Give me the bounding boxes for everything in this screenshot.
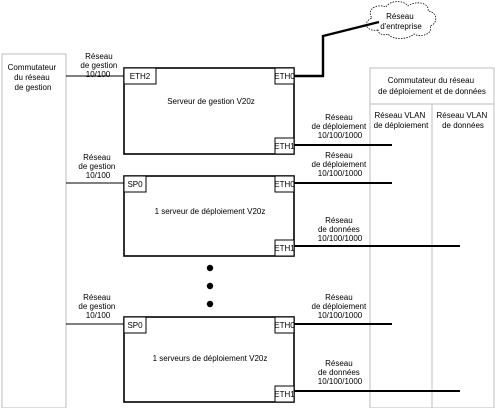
server2-eth0-label: ETH0	[274, 180, 295, 189]
server2-management-link-label: Réseau de gestion 10/100	[78, 153, 117, 180]
server3-eth1-port	[274, 385, 295, 403]
corporate-network-cloud-icon	[365, 1, 437, 39]
deployment-server-1-name: 1 serveur de déploiement V20z	[155, 207, 266, 216]
server3-management-link-label: Réseau de gestion 10/100	[78, 293, 117, 320]
management-server-name: Serveur de gestion V20z	[167, 97, 255, 106]
server2-sp0-port	[123, 175, 147, 193]
deployment-server-n-box	[123, 316, 295, 403]
server1-eth1-label: ETH1	[274, 142, 295, 151]
server1-eth2-label: ETH2	[130, 72, 151, 81]
server3-eth1-label: ETH1	[274, 390, 295, 399]
vlan-deployment-label: Réseau VLAN de déploiement	[374, 111, 429, 130]
ellipsis-dot-1	[206, 264, 214, 272]
server1-deployment-link-label: Réseau de déploiement 10/100/1000	[312, 113, 369, 140]
server2-sp0-label: SP0	[127, 180, 143, 189]
corporate-network-link	[294, 20, 380, 78]
server2-deployment-link-label: Réseau de déploiement 10/100/1000	[312, 151, 369, 178]
server2-eth1-port	[274, 239, 295, 257]
corporate-network-label: Réseau d'entreprise	[380, 12, 422, 31]
management-server-box	[123, 67, 295, 155]
server3-deployment-link-label: Réseau de déploiement 10/100/1000	[312, 293, 369, 320]
server3-sp0-label: SP0	[127, 321, 143, 330]
ellipsis-dot-3	[206, 300, 214, 308]
server3-data-link-label: Réseau de données 10/100/1000	[318, 359, 363, 386]
management-switch-panel	[1, 53, 67, 408]
server2-eth1-label: ETH1	[274, 244, 295, 253]
ellipsis-dot-2	[206, 282, 214, 290]
server3-eth0-label: ETH0	[274, 321, 295, 330]
server3-sp0-port	[123, 316, 147, 334]
server1-management-link-label: Réseau de gestion 10/100	[80, 52, 119, 79]
deployment-server-1-box	[123, 175, 295, 257]
management-switch-label: Commutateur du réseau de gestion	[8, 63, 59, 92]
server2-data-link-label: Réseau de données 10/100/1000	[318, 216, 363, 243]
deployment-data-switch-label: Commutateur du réseau de déploiement et …	[378, 76, 486, 96]
server1-eth0-label: ETH0	[274, 72, 295, 81]
vlan-data-label: Réseau VLAN de données	[437, 111, 490, 130]
deployment-server-n-name: 1 serveurs de déploiement V20z	[153, 354, 268, 363]
server1-eth0-port	[274, 67, 295, 85]
